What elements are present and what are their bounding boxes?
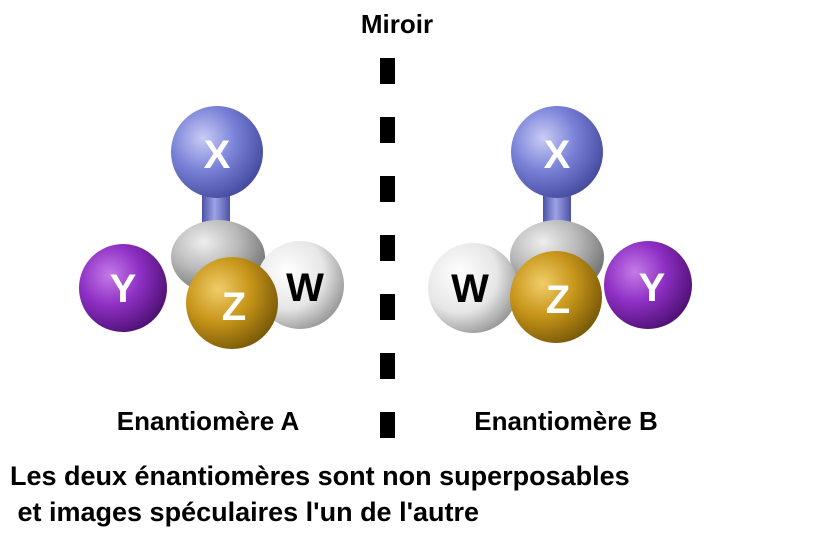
svg-text:X: X [204,133,231,177]
enantiomer-b-molecule: Y W X Z [428,106,692,343]
enantiomer-a-molecule: W Y X Z [79,106,344,349]
svg-text:Y: Y [110,267,137,311]
enantiomer-a-label: Enantiomère A [117,406,300,436]
enantiomer-a-atom-y: Y [79,244,167,332]
enantiomer-b-atom-z: Z [510,251,602,343]
svg-text:Z: Z [546,278,570,322]
enantiomer-b-atom-w: W [428,243,518,333]
svg-text:W: W [451,267,489,311]
enantiomer-a-atom-w: W [256,241,344,329]
enantiomer-a-atom-x: X [171,106,263,198]
enantiomer-b-label: Enantiomère B [474,406,658,436]
enantiomer-b-atom-y: Y [604,241,692,329]
enantiomer-b-atom-x: X [511,106,603,198]
mirror-line [380,58,395,438]
svg-text:Z: Z [222,285,246,329]
mirror-label: Miroir [361,9,433,39]
caption-line-1: Les deux énantiomères sont non superposa… [10,461,630,491]
svg-text:Y: Y [639,266,666,310]
caption: Les deux énantiomères sont non superposa… [10,458,630,530]
svg-text:X: X [544,133,571,177]
enantiomer-a-atom-z: Z [186,257,278,349]
svg-text:W: W [286,266,324,310]
caption-line-2: et images spéculaires l'un de l'autre [10,497,480,527]
